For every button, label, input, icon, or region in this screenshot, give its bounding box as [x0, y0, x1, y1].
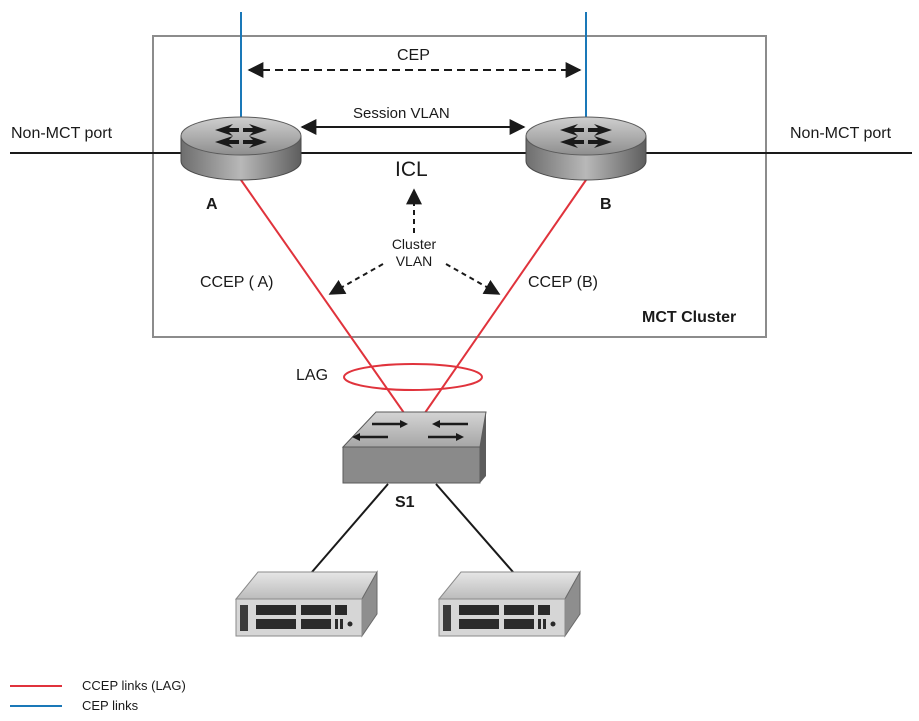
ccep-link-b — [419, 179, 587, 421]
router-icon — [525, 116, 647, 181]
server-icon — [234, 570, 378, 638]
ccep-link-a — [240, 179, 410, 421]
router-a-label: A — [206, 196, 218, 213]
ccep-b-label: CCEP (B) — [528, 274, 598, 291]
legend-item-ccep: CCEP links (LAG) — [82, 678, 186, 693]
switch-server-link-right — [435, 483, 514, 573]
cep-label: CEP — [397, 47, 430, 64]
ccep-a-label: CCEP ( A) — [200, 274, 274, 291]
router-icon — [180, 116, 302, 181]
switch-server-link-left — [311, 483, 389, 573]
icl-label: ICL — [395, 158, 428, 181]
cluster-vlan-line1: Cluster — [391, 236, 437, 252]
switch-icon — [341, 411, 487, 484]
cluster-vlan-line2: VLAN — [395, 253, 433, 269]
lag-label: LAG — [296, 367, 329, 384]
router-b-label: B — [600, 196, 612, 213]
mct-cluster-box — [152, 35, 767, 338]
switch-s1-label: S1 — [395, 494, 415, 511]
non-mct-port-label-left: Non-MCT port — [11, 125, 113, 142]
server-icon — [437, 570, 581, 638]
cluster-vlan-arrow-right — [445, 263, 501, 295]
session-vlan-label: Session VLAN — [353, 105, 450, 122]
lag-ellipse — [343, 363, 483, 391]
cluster-vlan-label: Cluster VLAN — [382, 236, 446, 270]
non-mct-port-label-right: Non-MCT port — [790, 125, 892, 142]
cluster-vlan-arrow-left — [328, 263, 384, 295]
mct-cluster-label: MCT Cluster — [642, 309, 737, 326]
legend-item-cep: CEP links — [82, 698, 139, 713]
